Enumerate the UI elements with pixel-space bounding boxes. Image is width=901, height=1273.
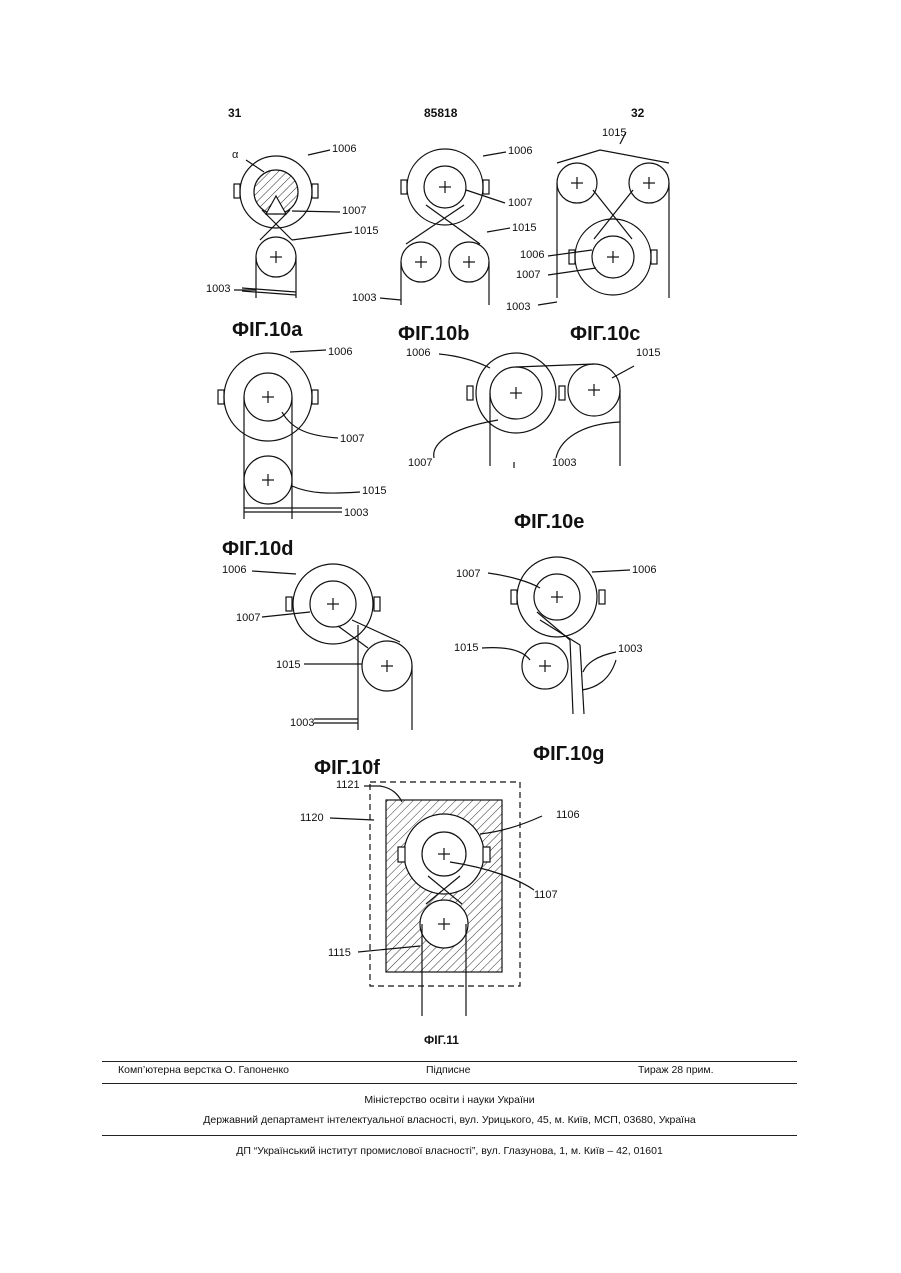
label-1120: 1120 [300, 812, 324, 824]
footer-printer: ДП “Український інститут промислової вла… [102, 1145, 797, 1157]
label-1015: 1015 [636, 347, 660, 359]
label-1003: 1003 [206, 283, 230, 295]
footer-rule-middle [102, 1083, 797, 1084]
footer-ministry: Міністерство освіти і науки України [102, 1094, 797, 1106]
figure-10f [252, 564, 412, 730]
label-1015: 1015 [276, 659, 300, 671]
label-1007: 1007 [340, 433, 364, 445]
caption-fig-11: ФІГ.11 [424, 1033, 459, 1047]
label-1003: 1003 [344, 507, 368, 519]
footer-circulation: Тираж 28 прим. [638, 1064, 714, 1076]
label-1003: 1003 [290, 717, 314, 729]
figure-11 [330, 782, 542, 1016]
label-1006: 1006 [520, 249, 544, 261]
label-1007: 1007 [408, 457, 432, 469]
label-1121: 1121 [336, 779, 360, 791]
footer-department: Державний департамент інтелектуальної вл… [102, 1114, 797, 1126]
label-1006: 1006 [406, 347, 430, 359]
caption-fig-10c: ФІГ.10с [570, 323, 640, 345]
label-1015: 1015 [602, 127, 626, 139]
label-1003: 1003 [506, 301, 530, 313]
caption-fig-10d: ФІГ.10d [222, 538, 293, 560]
label-1107: 1107 [534, 889, 558, 901]
label-1007: 1007 [456, 568, 480, 580]
label-1015: 1015 [454, 642, 478, 654]
label-1007: 1007 [508, 197, 532, 209]
label-alpha: α [232, 149, 239, 161]
label-1115: 1115 [328, 947, 351, 959]
footer-rule-bottom [102, 1135, 797, 1136]
label-1006: 1006 [632, 564, 656, 576]
caption-fig-10g: ФІГ.10g [533, 743, 604, 765]
label-1106: 1106 [556, 809, 580, 821]
label-1007: 1007 [236, 612, 260, 624]
label-1015: 1015 [512, 222, 536, 234]
figure-10b [380, 149, 510, 305]
bracket-right [312, 184, 318, 198]
label-1015: 1015 [354, 225, 378, 237]
label-1003: 1003 [352, 292, 376, 304]
footer-composer: Комп’ютерна верстка О. Гапоненко [118, 1064, 289, 1076]
label-1007: 1007 [342, 205, 366, 217]
figure-10g [482, 557, 630, 714]
figure-10c [538, 132, 669, 305]
caption-fig-10e: ФІГ.10е [514, 511, 584, 533]
label-1006: 1006 [332, 143, 356, 155]
footer-rule-top [102, 1061, 797, 1062]
label-1003: 1003 [618, 643, 642, 655]
label-1003: 1003 [552, 457, 576, 469]
caption-fig-10a: ФІГ.10а [232, 319, 303, 341]
figure-10a [234, 150, 352, 298]
caption-fig-10f: ФІГ.10f [314, 757, 380, 779]
figure-10e [434, 353, 634, 468]
label-1006: 1006 [222, 564, 246, 576]
bracket-left [234, 184, 240, 198]
label-1015: 1015 [362, 485, 386, 497]
caption-fig-10b: ФІГ.10b [398, 323, 469, 345]
figure-10d [218, 350, 360, 519]
label-1006: 1006 [508, 145, 532, 157]
label-1007: 1007 [516, 269, 540, 281]
footer-signed: Підписне [426, 1064, 470, 1076]
label-1006: 1006 [328, 346, 352, 358]
